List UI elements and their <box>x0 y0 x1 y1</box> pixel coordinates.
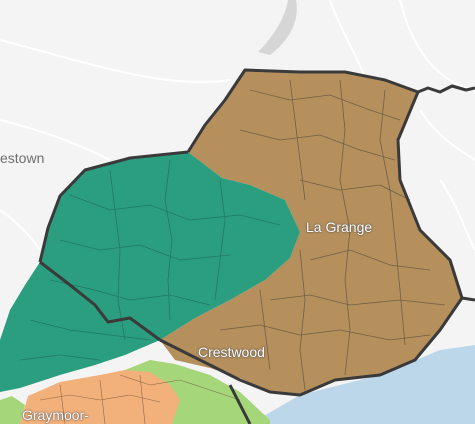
label-graymoor: Graymoor- <box>22 407 89 423</box>
precinct-lines-brown <box>219 79 446 391</box>
region-orange[interactable] <box>20 370 180 424</box>
label-estown: estown <box>0 150 45 166</box>
label-crestwood: Crestwood <box>198 344 265 360</box>
region-brown[interactable] <box>160 70 462 395</box>
river-bank <box>258 0 297 55</box>
precinct-lines-teal <box>19 159 281 361</box>
region-light-green-west[interactable] <box>0 396 25 424</box>
water-bottom <box>250 345 475 424</box>
district-boundary <box>38 68 475 424</box>
precinct-lines-south <box>39 374 241 424</box>
label-la-grange: La Grange <box>306 219 373 235</box>
road-network <box>0 0 475 251</box>
region-teal[interactable] <box>0 152 300 392</box>
